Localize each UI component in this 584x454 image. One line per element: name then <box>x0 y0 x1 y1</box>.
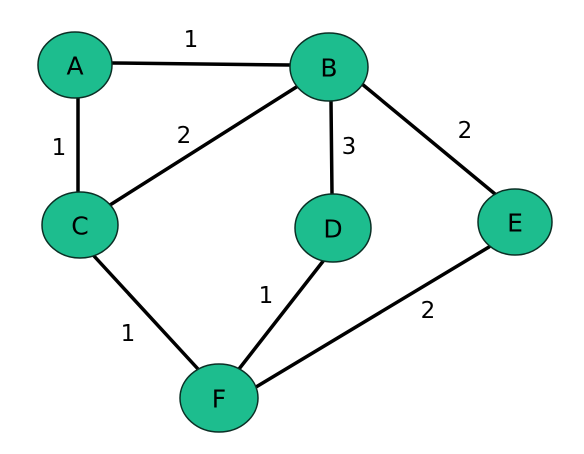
edge-weight-a-c: 1 <box>52 135 67 161</box>
edge-weight-e-f: 2 <box>421 298 436 324</box>
node-label-b: B <box>320 54 337 83</box>
node-d <box>294 193 372 263</box>
edge-weight-b-d: 3 <box>342 134 357 160</box>
edge-c-f <box>92 254 200 371</box>
edge-d-f <box>237 258 326 371</box>
node-b <box>289 32 369 102</box>
edge-weight-a-b: 1 <box>184 27 199 53</box>
weight-label-layer: 1 1 2 3 2 1 1 2 <box>52 27 473 347</box>
edge-b-e <box>360 82 497 196</box>
node-e <box>477 188 553 256</box>
node-label-a: A <box>66 52 83 81</box>
edge-weight-c-f: 1 <box>121 321 136 347</box>
node-c <box>41 191 119 259</box>
node-label-c: C <box>71 212 88 241</box>
node-label-d: D <box>323 215 342 244</box>
node-label-f: F <box>212 385 226 414</box>
node-f <box>179 363 259 433</box>
edge-b-d <box>329 99 334 196</box>
edge-a-b <box>110 61 292 67</box>
edge-b-c <box>108 84 300 207</box>
edge-layer <box>76 61 497 389</box>
edge-weight-b-c: 2 <box>177 123 192 149</box>
node-a <box>37 31 113 99</box>
node-layer: A B C D E F <box>37 31 553 433</box>
node-label-e: E <box>507 209 523 238</box>
edge-weight-b-e: 2 <box>458 118 473 144</box>
edge-e-f <box>254 245 491 389</box>
edge-weight-d-f: 1 <box>259 283 274 309</box>
